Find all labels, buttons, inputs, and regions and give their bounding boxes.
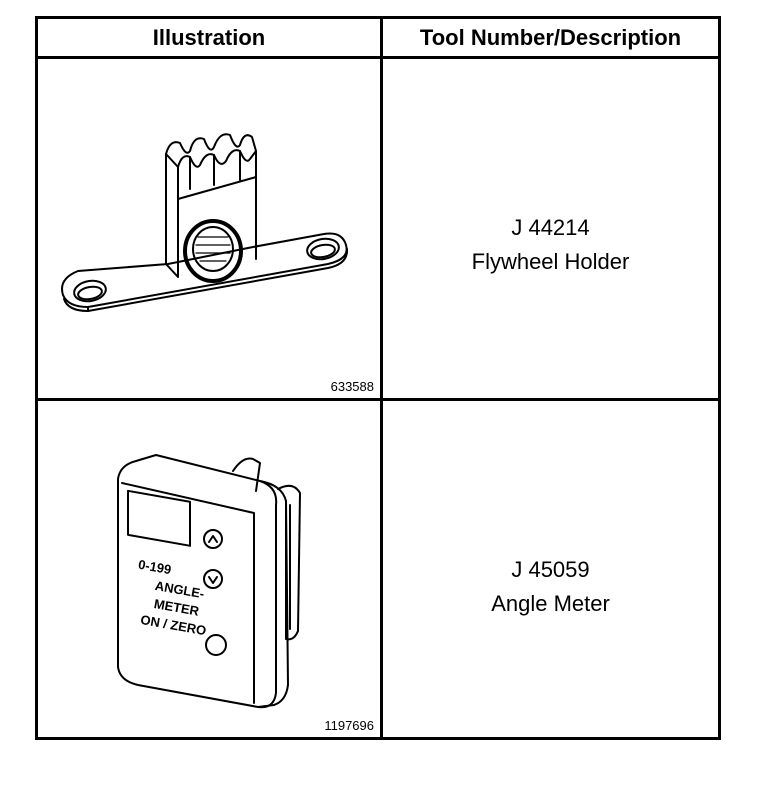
illustration-cell: 0-199 ANGLE-METER ON / ZERO 1197696 xyxy=(38,401,380,737)
tool-name: Angle Meter xyxy=(491,591,610,616)
column-divider xyxy=(380,19,383,737)
tool-number: J 45059 xyxy=(511,557,590,582)
header-illustration: Illustration xyxy=(152,24,266,50)
header-divider xyxy=(38,56,718,59)
tool-description: J 44214 Flywheel Holder xyxy=(383,211,718,279)
angle-meter-illustration xyxy=(117,454,301,709)
tool-description: J 45059 Angle Meter xyxy=(383,553,718,621)
flywheel-holder-illustration xyxy=(61,133,349,312)
tools-table: Illustration Tool Number/Description xyxy=(35,16,721,740)
header-tool-description: Tool Number/Description xyxy=(419,24,682,50)
figure-number: 1197696 xyxy=(324,718,374,733)
device-panel-text: 0-199 ANGLE-METER ON / ZERO xyxy=(127,556,228,643)
illustration-cell: 633588 xyxy=(38,59,380,398)
tool-number: J 44214 xyxy=(511,215,590,240)
figure-number: 633588 xyxy=(330,379,374,394)
row-divider xyxy=(38,398,718,401)
description-cell: J 45059 Angle Meter xyxy=(383,401,718,737)
description-cell: J 44214 Flywheel Holder xyxy=(383,59,718,398)
tool-name: Flywheel Holder xyxy=(471,249,630,274)
